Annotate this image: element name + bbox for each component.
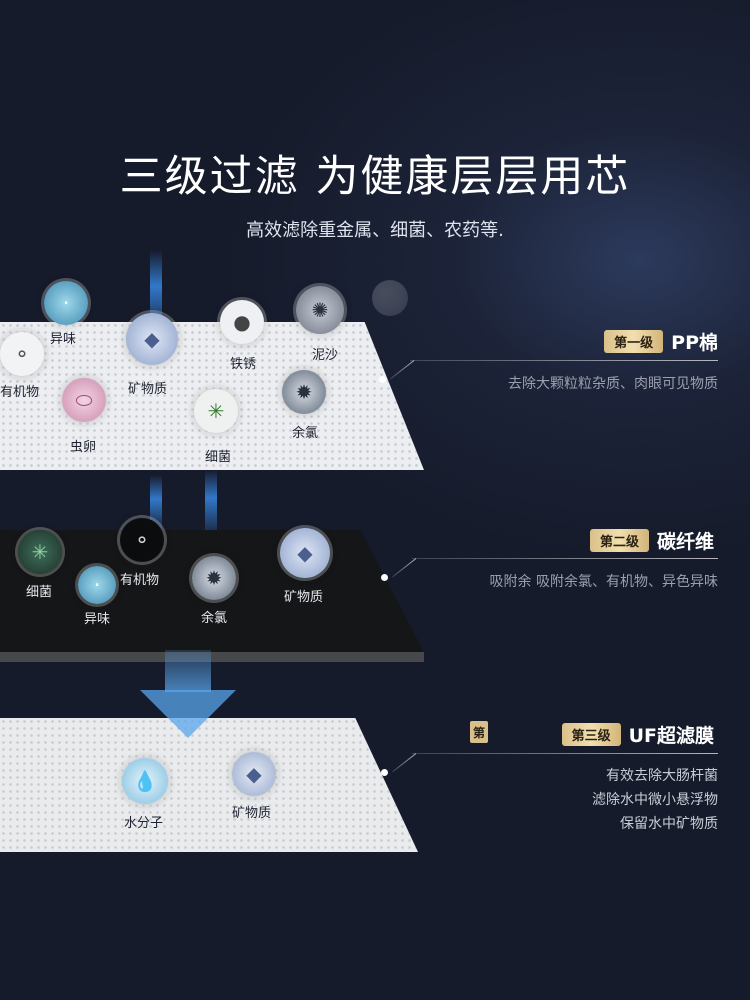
item-label: 异味 bbox=[50, 332, 77, 347]
item-label: 矿物质 bbox=[128, 382, 168, 397]
molecule-icon: ⚬ bbox=[120, 518, 164, 562]
item-label: 细菌 bbox=[205, 450, 232, 465]
desc-line: 保留水中矿物质 bbox=[620, 816, 718, 832]
sand-ball-icon bbox=[372, 280, 408, 316]
item-label: 有机物 bbox=[0, 385, 40, 400]
level-badge: 第一级 bbox=[604, 330, 664, 353]
connector-dot bbox=[381, 769, 388, 776]
desc-line: 滤除水中微小悬浮物 bbox=[592, 792, 718, 808]
connector-line bbox=[392, 558, 417, 578]
layer-desc: 去除大颗粒粒杂质、肉眼可见物质 bbox=[508, 376, 718, 392]
layer2-tag: 第二级 碳纤维 bbox=[589, 527, 714, 554]
layer1-tag: 第一级 PP棉 bbox=[604, 328, 718, 355]
flow-arrow-icon bbox=[140, 690, 236, 738]
item-label: 矿物质 bbox=[232, 806, 272, 821]
crystal-icon: ◆ bbox=[126, 313, 178, 365]
layer-desc: 吸附余 吸附余氯、有机物、异色异味 bbox=[489, 574, 718, 590]
molecule-icon: ⚬ bbox=[0, 332, 44, 376]
page-subtitle: 高效滤除重金属、细菌、农药等. bbox=[246, 220, 504, 241]
connector-dot bbox=[379, 376, 386, 383]
item-label: 水分子 bbox=[124, 816, 164, 831]
bacteria-icon: ✳ bbox=[194, 389, 238, 433]
item-label: 泥沙 bbox=[312, 348, 339, 363]
chlorine-icon: ✹ bbox=[192, 556, 236, 600]
item-label: 铁锈 bbox=[230, 357, 257, 372]
connector-line bbox=[412, 753, 718, 754]
connector-dot bbox=[381, 574, 388, 581]
uf-membrane-layer bbox=[0, 718, 418, 852]
level-badge: 第三级 bbox=[561, 723, 621, 746]
bacteria-icon: ✳ bbox=[18, 530, 62, 574]
rust-icon: ● bbox=[220, 300, 264, 344]
egg-icon: ⬭ bbox=[62, 378, 106, 422]
layer-name: UF超滤膜 bbox=[628, 725, 714, 747]
level-badge: 第二级 bbox=[589, 529, 649, 552]
page-title: 三级过滤 为健康层层用芯 bbox=[119, 152, 631, 202]
connector-line bbox=[410, 360, 718, 361]
odor-icon: · bbox=[44, 281, 88, 325]
connector-line bbox=[390, 360, 415, 380]
chlorine-icon: ✹ bbox=[282, 370, 326, 414]
sand-icon: ✺ bbox=[296, 286, 344, 334]
level-chip: 第 bbox=[470, 721, 488, 743]
light-beam bbox=[205, 470, 217, 540]
item-label: 有机物 bbox=[120, 573, 160, 588]
item-label: 余氯 bbox=[201, 611, 228, 626]
connector-line bbox=[412, 558, 718, 559]
desc-line: 有效去除大肠杆菌 bbox=[606, 768, 718, 784]
water-drop-icon: 💧 bbox=[122, 758, 168, 804]
layer-name: PP棉 bbox=[671, 332, 718, 354]
item-label: 矿物质 bbox=[284, 590, 324, 605]
item-label: 细菌 bbox=[26, 585, 53, 600]
layer3-tag: 第三级 UF超滤膜 bbox=[561, 721, 714, 748]
odor-icon: · bbox=[78, 566, 116, 604]
crystal-icon: ◆ bbox=[232, 752, 276, 796]
item-label: 异味 bbox=[84, 612, 111, 627]
crystal-icon: ◆ bbox=[280, 528, 330, 578]
flow-arrow-stem bbox=[165, 650, 211, 692]
item-label: 虫卵 bbox=[70, 440, 97, 455]
carbon-fiber-edge bbox=[0, 652, 424, 662]
item-label: 余氯 bbox=[292, 426, 319, 441]
layer-desc: 有效去除大肠杆菌 滤除水中微小悬浮物 保留水中矿物质 bbox=[592, 764, 718, 836]
layer-name: 碳纤维 bbox=[656, 531, 714, 553]
connector-line bbox=[392, 753, 417, 773]
